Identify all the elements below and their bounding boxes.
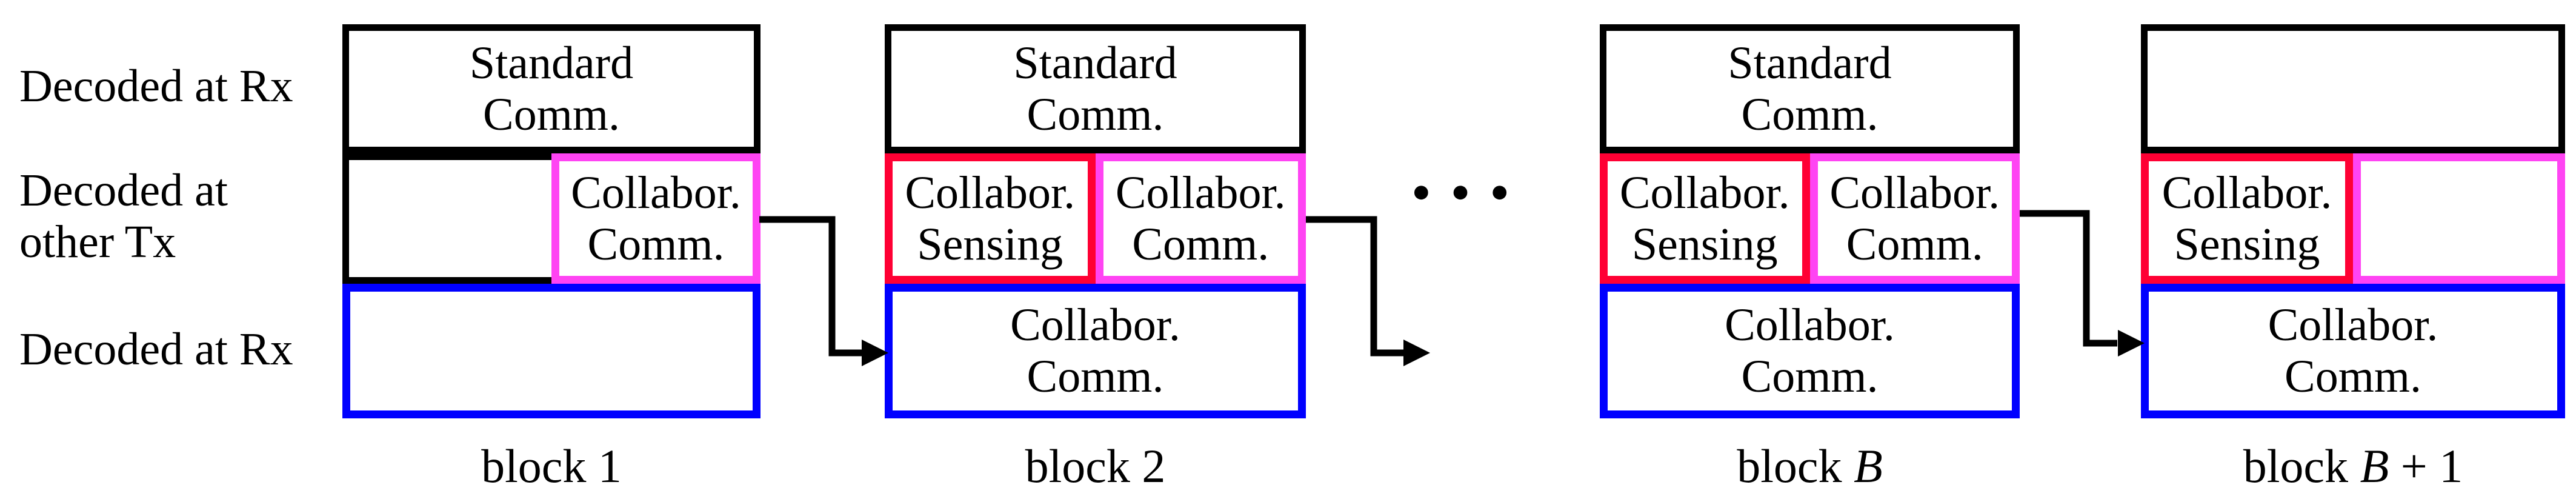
collab-comm-decoded-rx-box: Collabor. Comm. — [885, 284, 1306, 418]
caption-tail: 1 — [597, 440, 622, 492]
row-label-decoded-at-rx-bottom: Decoded at Rx — [19, 324, 293, 375]
block-caption: block 1 — [342, 440, 760, 492]
row-label-decoded-at-other-tx: Decoded at other Tx — [19, 165, 228, 268]
box-text-line: Collabor. — [571, 167, 741, 218]
row-label-line: other Tx — [19, 216, 176, 267]
caption-word: block — [1025, 440, 1142, 492]
box-text-line: Standard — [469, 37, 634, 89]
box-text-line: Standard — [1013, 37, 1177, 89]
box-text-line: Comm. — [1846, 218, 1983, 270]
block-B-plus-1: Collabor. Sensing Collabor. Comm. block … — [2141, 0, 2565, 499]
caption-math-var: B — [2360, 440, 2389, 492]
collab-comm-decoded-rx-box — [342, 284, 760, 418]
box-text-line: Comm. — [1027, 89, 1164, 140]
standard-comm-box-empty — [2141, 24, 2565, 153]
box-text-line: Sensing — [917, 218, 1063, 270]
block-caption: block B + 1 — [2141, 440, 2565, 492]
collab-comm-decoded-rx-box: Collabor. Comm. — [1600, 284, 2020, 418]
ellipsis-dots: ··· — [1407, 146, 1525, 239]
arrowhead-icon — [1403, 340, 1430, 366]
box-text-line: Comm. — [2285, 351, 2421, 402]
collab-sensing-box: Collabor. Sensing — [885, 153, 1096, 284]
collab-comm-decoded-rx-box: Collabor. Comm. — [2141, 284, 2565, 418]
row-label-decoded-at-rx-top: Decoded at Rx — [19, 61, 293, 112]
block-2: Standard Comm. Collabor. Sensing Collabo… — [885, 0, 1306, 499]
box-text-line: Collabor. — [1010, 300, 1180, 350]
box-text-line: Collabor. — [905, 167, 1076, 218]
box-text-line: Collabor. — [1725, 300, 1895, 350]
standard-comm-box: Standard Comm. — [342, 24, 760, 153]
caption-tail: 2 — [1142, 440, 1166, 492]
standard-comm-box: Standard Comm. — [1600, 24, 2020, 153]
box-text-line: Comm. — [1132, 218, 1270, 270]
box-text-line: Comm. — [1741, 89, 1879, 140]
box-text-line: Comm. — [587, 218, 725, 270]
collab-comm-box: Collabor. Comm. — [551, 153, 760, 284]
connector-arrow-block2-to-dots — [1306, 216, 1430, 366]
box-text-line: Comm. — [1027, 351, 1164, 402]
caption-word: block — [481, 440, 598, 492]
box-text-line: Comm. — [483, 89, 620, 140]
collab-comm-box-empty — [2353, 153, 2565, 284]
caption-word: block — [1737, 440, 1854, 492]
connector-arrow-block1-to-block2 — [759, 216, 888, 366]
box-text-line: Collabor. — [1619, 167, 1790, 218]
standard-comm-box: Standard Comm. — [885, 24, 1306, 153]
block-caption: block 2 — [885, 440, 1306, 492]
box-text-line: Sensing — [1631, 218, 1778, 270]
box-text-line: Collabor. — [2162, 167, 2332, 218]
box-text-line: Collabor. — [1115, 167, 1286, 218]
box-text-line: Collabor. — [1829, 167, 2000, 218]
box-text-line: Collabor. — [2268, 300, 2438, 350]
block-caption: block B — [1600, 440, 2020, 492]
caption-word: block — [2243, 440, 2360, 492]
caption-math-var: B — [1854, 440, 1883, 492]
block-B: Standard Comm. Collabor. Sensing Collabo… — [1600, 0, 2020, 499]
collab-sensing-box: Collabor. Sensing — [1600, 153, 1810, 284]
row-label-line: Decoded at — [19, 165, 228, 216]
connector-arrow-blockB-to-blockB1 — [2020, 210, 2145, 357]
box-text-line: Sensing — [2174, 218, 2320, 270]
block-1: Standard Comm. Collabor. Comm. block 1 — [342, 0, 760, 499]
box-text-line: Comm. — [1741, 351, 1879, 402]
collab-sensing-box: Collabor. Sensing — [2141, 153, 2353, 284]
collab-comm-box: Collabor. Comm. — [1095, 153, 1306, 284]
collab-comm-box: Collabor. Comm. — [1809, 153, 2020, 284]
caption-tail: + 1 — [2389, 440, 2463, 492]
box-text-line: Standard — [1728, 37, 1892, 89]
